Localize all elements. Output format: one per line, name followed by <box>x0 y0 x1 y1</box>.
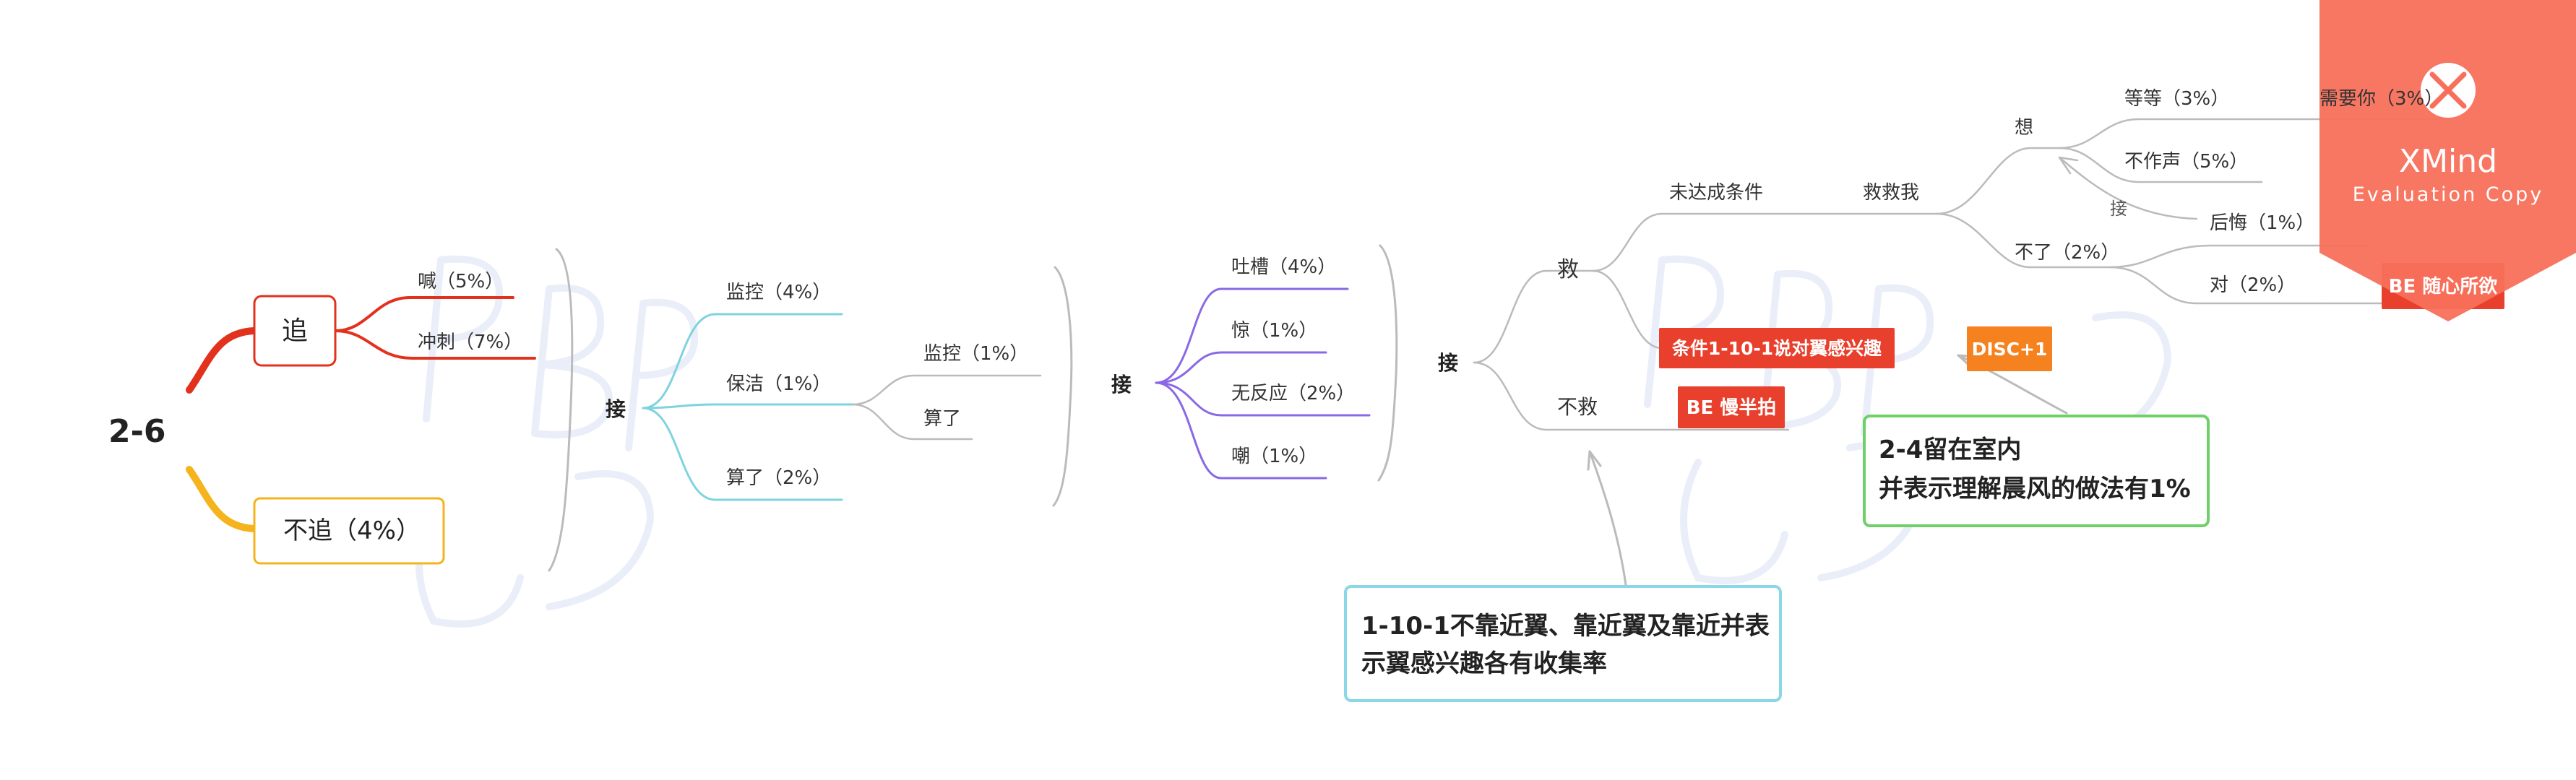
l3-clean-topic[interactable]: 保洁（1%） <box>726 373 831 395</box>
silent-topic[interactable]: 不作声（5%） <box>2124 151 2248 173</box>
think-topic[interactable]: 想 <box>2015 117 2033 139</box>
note1-arrow-head <box>1587 450 1602 471</box>
l4-mock-connector <box>1155 381 1327 480</box>
think-silent-connector <box>2058 147 2263 183</box>
nolonger-be-connector <box>2108 244 2372 269</box>
l4-shock-topic[interactable]: 惊（1%） <box>1231 320 1317 342</box>
regret-relationship-arrow <box>2058 156 2079 175</box>
no-chase-box[interactable] <box>253 497 445 565</box>
l5-notsave-connector <box>1473 361 1790 431</box>
condition-tag-label: 条件1-10-1说对翼感兴趣 <box>1672 338 1882 359</box>
note2-line2: 并表示理解晨风的做法有1% <box>1879 474 2191 503</box>
l4-shock-connector <box>1155 351 1327 384</box>
summary-bracket-2 <box>1052 266 1073 507</box>
xmind-watermark <box>2319 0 2576 321</box>
dash-topic[interactable]: 冲刺（7%） <box>418 332 522 353</box>
l5-catch-topic[interactable]: 接 <box>1438 351 1458 375</box>
note2-box[interactable] <box>1863 415 2210 527</box>
note2-line1: 2-4留在室内 <box>1879 436 2021 464</box>
root-branch-chase-connector <box>186 327 258 394</box>
disc-tag-box[interactable] <box>1967 326 2052 371</box>
l4-noreact-connector <box>1155 381 1371 417</box>
save-condition-connector <box>1592 269 1663 350</box>
note1-box[interactable] <box>1344 585 1782 702</box>
l3-clean-connector <box>642 403 854 410</box>
condition-tag-box[interactable] <box>1659 328 1895 368</box>
l4-noreact-topic[interactable]: 无反应（2%） <box>1231 383 1355 404</box>
nolonger-right-connector <box>2108 266 2328 305</box>
disc-tag-label: DISC+1 <box>1972 339 2048 360</box>
be-slow-box[interactable] <box>1678 386 1785 428</box>
l3-catch-topic[interactable]: 接 <box>606 397 626 421</box>
be-slow-label: BE 慢半拍 <box>1687 397 1777 419</box>
relationship-catch-label: 接 <box>2110 199 2127 219</box>
clean-forget-topic[interactable]: 算了 <box>923 408 961 430</box>
no-chase-label: 不追（4%） <box>283 516 421 545</box>
l4-catch-topic[interactable]: 接 <box>1111 373 1132 396</box>
chase-box[interactable] <box>253 295 337 367</box>
saveme-think-connector <box>1935 147 2061 215</box>
l5-save-connector <box>1473 269 1595 364</box>
note1-arrow-line <box>1588 450 1627 586</box>
note1-line2: 示翼感兴趣各有收集率 <box>1361 649 1607 678</box>
regret-topic[interactable]: 后悔（1%） <box>2210 212 2314 234</box>
chase-dash-connector <box>334 329 536 360</box>
think-wait-connector <box>2058 118 2328 150</box>
l3-forget-topic[interactable]: 算了（2%） <box>726 467 831 489</box>
be-free-label: BE 随心所欲 <box>2389 275 2498 298</box>
save-topic[interactable]: 救 <box>1557 257 1579 282</box>
shout-topic[interactable]: 喊（5%） <box>418 271 504 292</box>
regret-relationship-line <box>2058 156 2198 220</box>
l3-forget-connector <box>642 407 843 501</box>
saveme-nolonger-connector <box>1935 212 2111 269</box>
xmind-ribbon <box>2319 0 2576 321</box>
l3-monitor-connector <box>642 313 843 410</box>
l4-mock-topic[interactable]: 嘲（1%） <box>1231 446 1317 467</box>
save-unmet-connector <box>1592 212 1938 272</box>
summary-bracket-1 <box>548 248 574 572</box>
wait-topic[interactable]: 等等（3%） <box>2124 88 2229 110</box>
xmind-wordmark: XMind <box>2399 143 2497 180</box>
root-topic[interactable]: 2-6 <box>108 413 166 450</box>
root-branch-nochase-connector <box>186 466 258 532</box>
right-topic[interactable]: 对（2%） <box>2210 274 2296 296</box>
no-longer-topic[interactable]: 不了（2%） <box>2015 242 2119 264</box>
not-save-topic[interactable]: 不救 <box>1557 395 1598 419</box>
xmind-eval-copy: Evaluation Copy <box>2353 183 2544 206</box>
chase-shout-connector <box>334 295 514 332</box>
summary-bracket-3 <box>1377 244 1398 482</box>
condition-unmet-topic[interactable]: 未达成条件 <box>1669 182 1763 204</box>
clean-sub-connector-2 <box>851 403 973 441</box>
note1-line1: 1-10-1不靠近翼、靠近翼及靠近并表 <box>1361 612 1770 641</box>
l4-roast-connector <box>1155 287 1349 384</box>
l4-roast-topic[interactable]: 吐槽（4%） <box>1231 256 1336 278</box>
clean-sub-connector <box>851 374 1042 406</box>
need-you-topic[interactable]: 需要你（3%） <box>2319 88 2443 110</box>
l3-monitor-topic[interactable]: 监控（4%） <box>726 282 831 303</box>
chase-label: 追 <box>282 316 308 346</box>
clean-monitor-topic[interactable]: 监控（1%） <box>923 343 1028 365</box>
save-me-topic[interactable]: 救救我 <box>1863 182 1919 204</box>
